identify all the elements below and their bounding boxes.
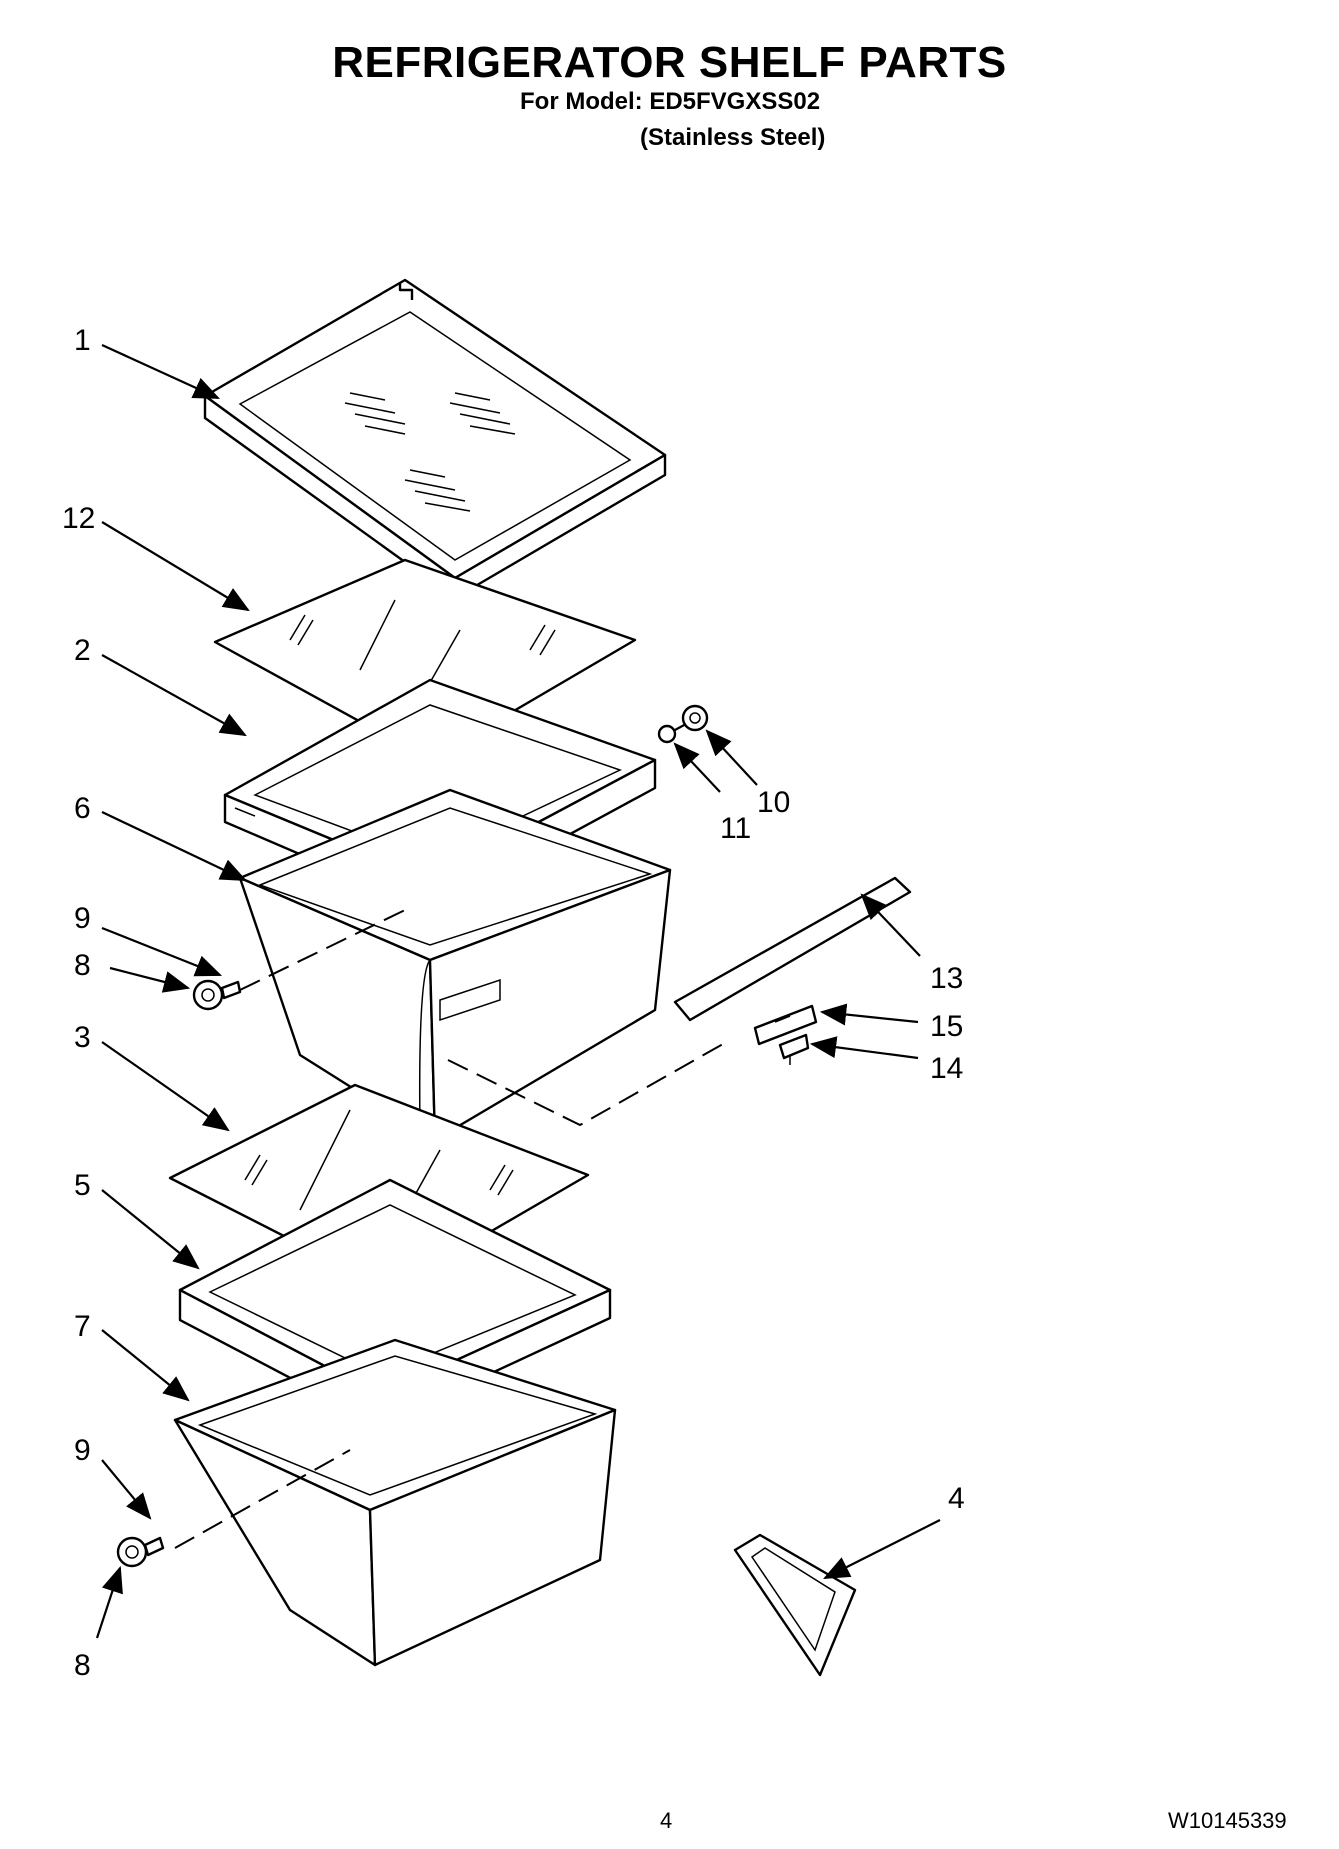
callout-11: 11 [720, 812, 751, 845]
part-6-crisper-drawer [238, 788, 672, 1142]
model-line: For Model: ED5FVGXSS02 [520, 88, 821, 115]
finish-line: (Stainless Steel) [640, 124, 826, 151]
part-11-screw [657, 723, 687, 744]
part-4-label-frame [733, 1533, 857, 1677]
page-number: 4 [660, 1808, 673, 1833]
callout-8-upper: 8 [74, 949, 91, 982]
part-8-roller-upper [192, 979, 224, 1011]
part-8-roller-lower [116, 1536, 148, 1568]
callout-15: 15 [930, 1010, 963, 1043]
callout-9-lower: 9 [74, 1434, 91, 1467]
callout-7: 7 [74, 1310, 91, 1343]
part-15-label-holder [753, 1004, 818, 1046]
callout-3: 3 [74, 1021, 91, 1054]
part-1-shelf-frame [203, 278, 667, 600]
alignment-lines [174, 909, 731, 1549]
part-10-bushing [681, 704, 709, 732]
leader-lines [95, 343, 941, 1639]
page-title: REFRIGERATOR SHELF PARTS [332, 38, 1007, 87]
part-9-axle-upper [220, 980, 242, 1000]
callout-13: 13 [930, 962, 963, 995]
part-13-trim-rail [673, 876, 912, 1022]
part-9-axle-lower [143, 1536, 165, 1557]
callout-10: 10 [757, 786, 790, 819]
callout-6: 6 [74, 792, 91, 825]
callout-12: 12 [62, 502, 95, 535]
callout-1: 1 [74, 324, 91, 357]
callout-9-upper: 9 [74, 902, 91, 935]
callout-4: 4 [948, 1482, 965, 1515]
part-14-clip [778, 1033, 810, 1065]
callout-2: 2 [74, 634, 91, 667]
callout-8-lower: 8 [74, 1649, 91, 1682]
document-number: W10145339 [1168, 1808, 1287, 1833]
callout-5: 5 [74, 1169, 91, 1202]
callout-14: 14 [930, 1052, 963, 1085]
part-7-crisper-drawer [173, 1338, 617, 1667]
